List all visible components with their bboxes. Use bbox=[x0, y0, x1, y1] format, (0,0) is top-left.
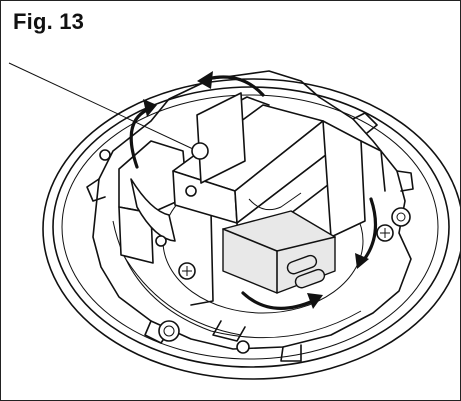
cable-tape bbox=[130, 178, 176, 242]
right-bracket bbox=[322, 120, 386, 238]
camera-module bbox=[222, 210, 336, 294]
figure-label: Fig. 13 bbox=[13, 9, 85, 34]
screw-icon bbox=[99, 142, 411, 354]
base-ring bbox=[42, 78, 460, 380]
leader-line bbox=[8, 62, 194, 150]
rotate-arrow-icon bbox=[129, 71, 378, 310]
